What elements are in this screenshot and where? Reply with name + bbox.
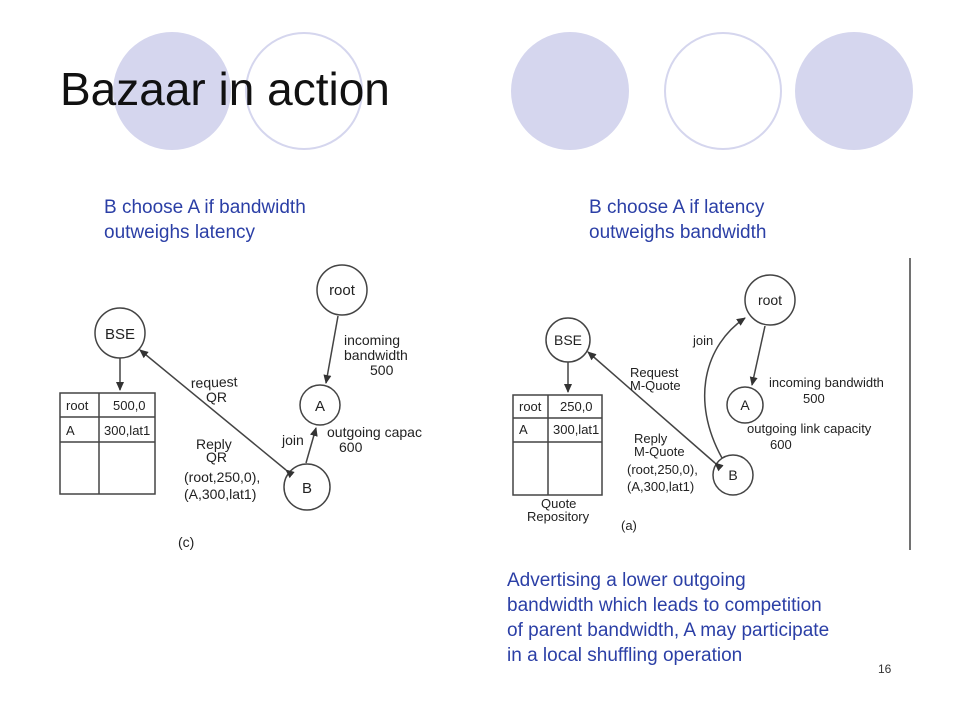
table-a-r1c1: root	[519, 399, 542, 414]
node-root-c	[316, 264, 368, 316]
decor-circle-4	[664, 32, 782, 150]
label-reply-values-a-2: (A,300,lat1)	[627, 479, 694, 494]
table-a-r1c2: 250,0	[560, 399, 593, 414]
label-outgoing-a-1: outgoing link capacity	[747, 421, 872, 436]
edge-root-a-a	[749, 325, 766, 386]
slide-title: Bazaar in action	[60, 63, 390, 115]
node-b-a-label: B	[728, 467, 737, 483]
node-bse-a-label: BSE	[554, 332, 582, 348]
caption-left: B choose A if bandwidth outweighs latenc…	[104, 195, 404, 245]
node-a-c-label: A	[315, 398, 325, 415]
caption-bottom-line-3: of parent bandwidth, A may participate	[507, 620, 830, 641]
page-number: 16	[878, 662, 892, 676]
decor-circle-5	[795, 32, 913, 150]
label-incoming-a-2: 500	[803, 391, 825, 406]
caption-right-line-2: outweighs bandwidth	[589, 222, 767, 243]
repository-label-2: Repository	[527, 509, 590, 524]
node-root-a	[744, 274, 796, 326]
node-root-a-label: root	[758, 292, 782, 308]
caption-bottom: Advertising a lower outgoing bandwidth w…	[507, 568, 927, 668]
table-a	[512, 394, 603, 496]
caption-bottom-line-1: Advertising a lower outgoing	[507, 570, 746, 591]
label-incoming-a-1: incoming bandwidth	[769, 375, 884, 390]
table-a-r2c2: 300,lat1	[553, 422, 599, 437]
caption-right: B choose A if latency outweighs bandwidt…	[589, 195, 889, 245]
caption-bottom-line-2: bandwidth which leads to competition	[507, 595, 822, 616]
label-request-c-1: request	[191, 373, 238, 391]
label-reply-a-1: Reply	[634, 431, 668, 446]
decor-circle-3	[511, 32, 629, 150]
label-incoming-c-3: 500	[370, 362, 394, 378]
label-request-a-1: Request	[630, 365, 679, 380]
label-request-a-2: M-Quote	[630, 378, 681, 393]
table-c-r2c2: 300,lat1	[104, 423, 150, 438]
node-a-a-label: A	[740, 397, 750, 413]
label-join-c: join	[281, 432, 304, 448]
node-bse-c-label: BSE	[105, 326, 135, 343]
label-reply-c-2: QR	[206, 449, 227, 465]
node-b-c	[283, 463, 331, 511]
caption-right-line-1: B choose A if latency	[589, 197, 765, 218]
table-c	[59, 392, 156, 495]
node-root-c-label: root	[329, 282, 356, 299]
edge-root-a-c	[323, 315, 339, 384]
label-reply-values-c-1: (root,250,0),	[184, 469, 260, 485]
repository-label-1: Quote	[541, 496, 576, 511]
caption-left-line-1: B choose A if bandwidth	[104, 197, 306, 218]
label-reply-values-a-1: (root,250,0),	[627, 462, 698, 477]
caption-left-line-2: outweighs latency	[104, 222, 256, 243]
edge-b-bse-a	[587, 351, 724, 472]
table-a-r2c1: A	[519, 422, 528, 437]
table-c-r1c2: 500,0	[113, 398, 146, 413]
table-c-r1c1: root	[66, 398, 89, 413]
figure-label-c: (c)	[178, 534, 194, 550]
decor-circle-2	[245, 32, 363, 150]
figure-label-a: (a)	[621, 518, 637, 533]
label-reply-c-1: Reply	[196, 436, 232, 452]
decor-circle-1	[113, 32, 231, 150]
caption-bottom-line-4: in a local shuffling operation	[507, 645, 743, 666]
node-a-c	[299, 384, 341, 426]
label-incoming-c-2: bandwidth	[344, 347, 408, 363]
label-outgoing-c-1: outgoing capac	[327, 424, 422, 440]
label-outgoing-a-2: 600	[770, 437, 792, 452]
label-join-a: join	[692, 333, 713, 348]
table-c-r2c1: A	[66, 423, 75, 438]
node-a-a	[726, 386, 764, 424]
label-incoming-c-1: incoming	[344, 332, 400, 348]
label-outgoing-c-2: 600	[339, 439, 363, 455]
edge-b-a-c	[305, 427, 318, 464]
label-reply-values-c-2: (A,300,lat1)	[184, 486, 256, 502]
label-reply-a-2: M-Quote	[634, 444, 685, 459]
label-request-c-2: QR	[206, 389, 227, 405]
node-b-c-label: B	[302, 480, 312, 497]
edge-b-bse-c	[139, 349, 295, 479]
